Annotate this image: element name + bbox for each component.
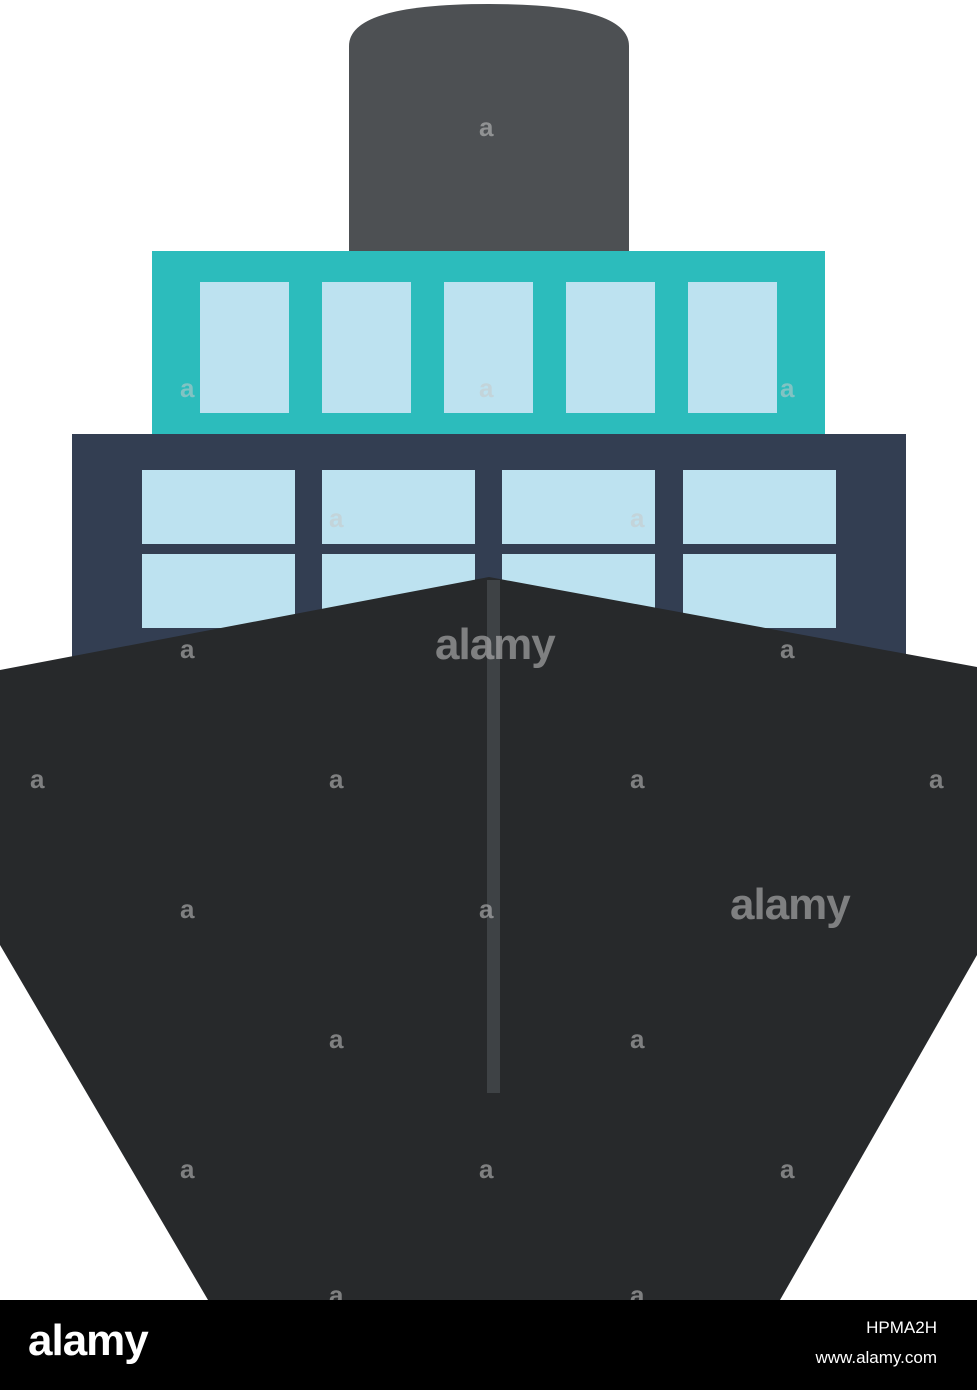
footer-logo: alamy xyxy=(28,1316,149,1365)
upper-window xyxy=(444,282,533,413)
upper-deck-windows xyxy=(200,282,777,413)
lower-window xyxy=(142,554,295,628)
lower-window xyxy=(322,470,475,544)
upper-window xyxy=(566,282,655,413)
upper-window xyxy=(200,282,289,413)
footer-bar: alamy HPMA2H www.alamy.com xyxy=(0,1300,977,1390)
lower-window xyxy=(683,554,836,628)
lower-window xyxy=(142,470,295,544)
funnel xyxy=(349,4,629,252)
image-id: HPMA2H xyxy=(866,1318,937,1337)
upper-window xyxy=(322,282,411,413)
upper-window xyxy=(688,282,777,413)
site-url: www.alamy.com xyxy=(815,1348,937,1367)
keel-line xyxy=(487,580,500,1093)
cargo-ship-front-icon xyxy=(0,4,977,1300)
lower-window xyxy=(683,470,836,544)
lower-window xyxy=(502,470,655,544)
